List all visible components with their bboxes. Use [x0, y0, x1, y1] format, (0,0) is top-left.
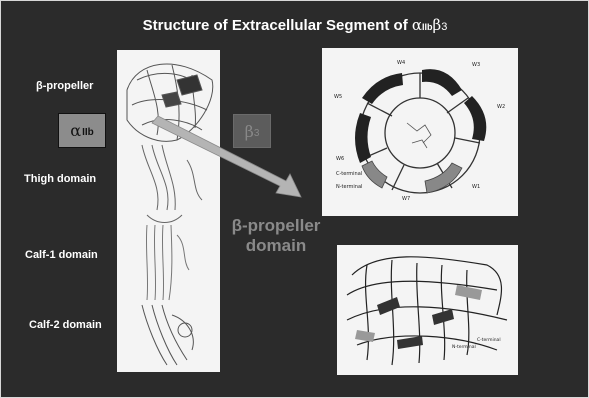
callout-line2: domain — [228, 236, 324, 256]
ann-w7: W7 — [402, 196, 410, 202]
integrin-structure-image — [117, 50, 220, 372]
ann-side-n-terminal: N-terminal — [452, 344, 476, 350]
label-calf1-domain: Calf-1 domain — [25, 249, 98, 261]
propeller-side-view-image: N-terminal C-terminal — [337, 245, 518, 375]
propeller-top-view-image: W4 W3 W5 W2 W6 C-terminal N-terminal W7 … — [322, 48, 518, 216]
ann-w5: W5 — [334, 94, 342, 100]
ann-side-c-terminal: C-terminal — [477, 337, 501, 343]
label-calf2-domain: Calf-2 domain — [29, 319, 102, 331]
beta-glyph: β — [245, 122, 254, 141]
ann-n-terminal: N-terminal — [336, 184, 362, 190]
integrin-ribbon-drawing — [117, 50, 220, 372]
slide-title: Structure of Extracellular Segment of αI… — [60, 16, 530, 34]
alpha-glyph: α — [70, 121, 81, 140]
label-thigh-domain: Thigh domain — [24, 173, 96, 185]
beta-subscript: 3 — [254, 128, 260, 139]
ann-w6: W6 — [336, 156, 344, 162]
title-alpha: α — [412, 16, 422, 34]
ann-w4: W4 — [397, 60, 405, 66]
label-beta-propeller: β-propeller — [36, 80, 93, 92]
propeller-top-view-drawing: W4 W3 W5 W2 W6 C-terminal N-terminal W7 … — [322, 48, 518, 216]
title-text: Structure of Extracellular Segment of — [143, 17, 412, 34]
beta-propeller-domain-callout: β-propeller domain — [228, 216, 324, 256]
callout-line1: β-propeller — [228, 216, 324, 236]
ann-w2: W2 — [497, 104, 505, 110]
alpha-subscript: IIb — [82, 127, 94, 138]
ann-w1: W1 — [472, 184, 480, 190]
title-alpha-subscript: IIb — [422, 22, 433, 32]
propeller-side-view-drawing: N-terminal C-terminal — [337, 245, 518, 375]
ann-w3: W3 — [472, 62, 480, 68]
title-beta: β — [433, 16, 442, 34]
title-beta-subscript: 3 — [441, 21, 447, 33]
ann-c-terminal: C-terminal — [336, 171, 362, 177]
